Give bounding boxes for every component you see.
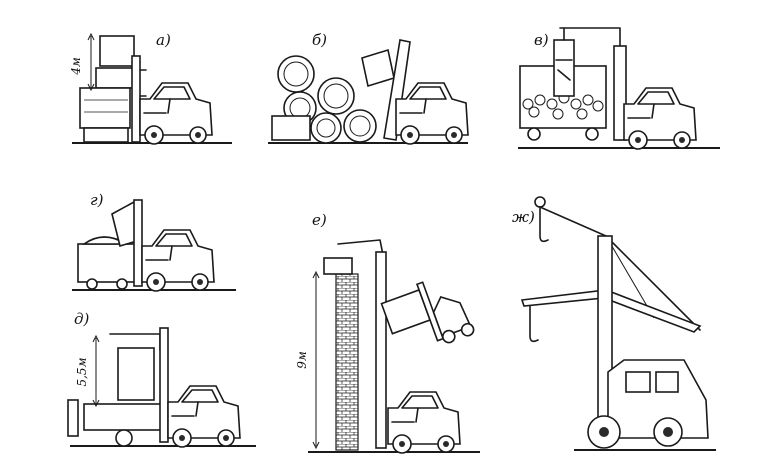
panel-label: а) xyxy=(156,31,171,49)
dimension-label: 4м xyxy=(69,57,83,76)
panel-label: е) xyxy=(312,211,327,229)
dimension-label: 9м xyxy=(295,351,309,369)
panel-v: в) xyxy=(518,27,720,150)
panel-label: в) xyxy=(534,31,549,49)
dimension-label: 5,5м xyxy=(75,357,89,386)
panel-label: д) xyxy=(74,310,90,328)
panel-g: г) xyxy=(72,191,236,292)
panel-a: 4м а) xyxy=(69,31,232,145)
panel-e: 9м е) xyxy=(295,211,480,454)
panel-label: ж) xyxy=(512,208,535,226)
panel-b: б) xyxy=(268,31,469,145)
panel-label: г) xyxy=(90,191,104,209)
panel-label: б) xyxy=(312,31,327,49)
panel-zh: ж) xyxy=(512,196,716,451)
panel-d: 5,5м д) xyxy=(67,310,256,448)
